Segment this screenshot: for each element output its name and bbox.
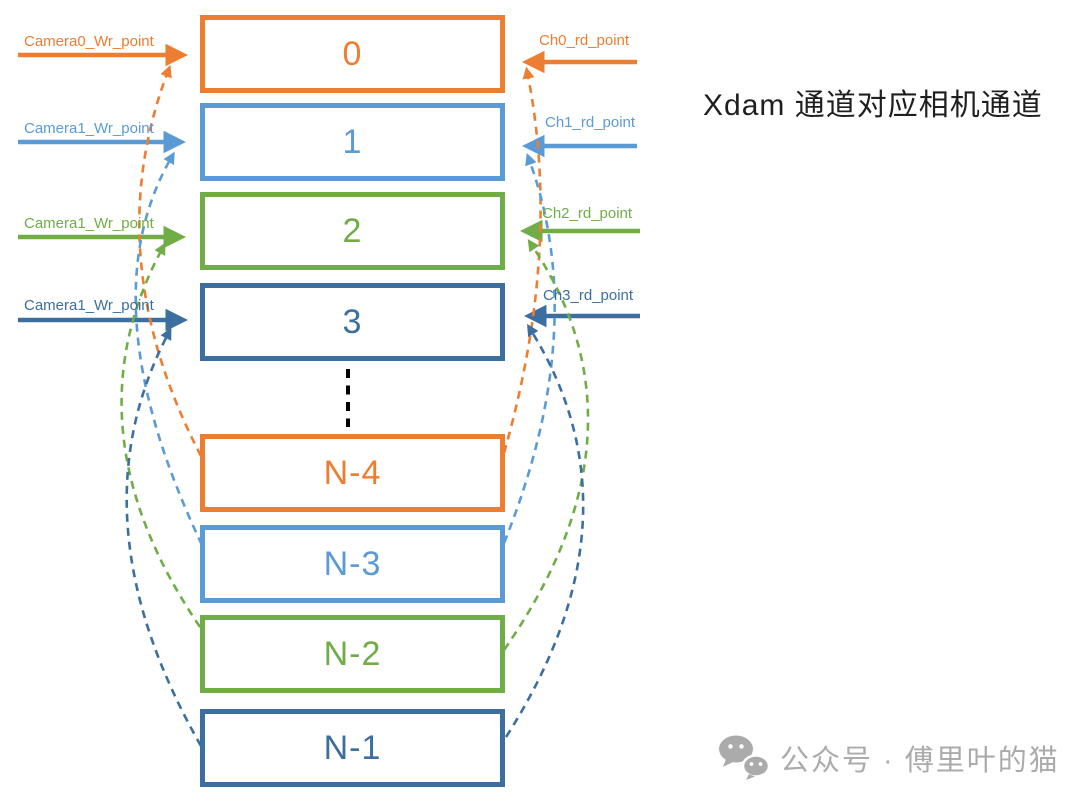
- buffer-slot-1-label: 1: [342, 123, 363, 161]
- buffer-slot-n3-label: N-3: [323, 545, 382, 583]
- wrap-curve-read-ch2: [502, 239, 590, 651]
- buffer-slot-3: 3: [200, 283, 505, 361]
- wrap-curve-write-ch1: [134, 151, 204, 546]
- wrap-curve-read-ch1: [502, 152, 556, 544]
- buffer-slot-2-label: 2: [342, 212, 363, 250]
- wrap-curve-read-ch0: [502, 66, 542, 454]
- wrap-curve-write-ch3: [125, 327, 203, 747]
- buffer-slot-0: 0: [200, 15, 505, 93]
- buffer-slot-n2: N-2: [200, 615, 505, 693]
- buffer-slot-2: 2: [200, 192, 505, 270]
- read-pointer-label-ch2: Ch2_rd_point: [542, 205, 633, 222]
- buffer-slot-0-label: 0: [342, 35, 363, 73]
- buffer-slot-n4: N-4: [200, 434, 505, 512]
- diagram-title: Xdam 通道对应相机通道: [703, 89, 1043, 122]
- write-pointer-label-camera1: Camera1_Wr_point: [24, 120, 154, 137]
- watermark: 公众号 · 傅里叶的猫: [718, 735, 1060, 781]
- write-pointer-label-camera2: Camera1_Wr_point: [24, 215, 154, 232]
- buffer-slot-n1-label: N-1: [323, 729, 382, 767]
- buffer-slot-n3: N-3: [200, 525, 505, 603]
- buffer-slot-1: 1: [200, 103, 505, 181]
- wrap-curve-write-ch0: [138, 65, 203, 457]
- write-pointer-label-camera3: Camera1_Wr_point: [24, 297, 154, 314]
- read-pointer-label-ch3: Ch3_rd_point: [543, 287, 634, 304]
- buffer-slot-n1: N-1: [200, 709, 505, 787]
- buffer-slot-3-label: 3: [342, 303, 363, 341]
- read-pointer-label-ch1: Ch1_rd_point: [545, 114, 636, 131]
- read-pointer-label-ch0: Ch0_rd_point: [539, 32, 630, 49]
- watermark-text: 公众号 · 傅里叶的猫: [780, 745, 1060, 777]
- wechat-icon: [719, 735, 770, 780]
- buffer-slot-n4-label: N-4: [323, 454, 382, 492]
- wrap-curve-write-ch2: [120, 242, 202, 628]
- wrap-curve-read-ch3: [504, 323, 585, 738]
- write-pointer-label-camera0: Camera0_Wr_point: [24, 33, 154, 50]
- buffer-slot-n2-label: N-2: [323, 635, 382, 673]
